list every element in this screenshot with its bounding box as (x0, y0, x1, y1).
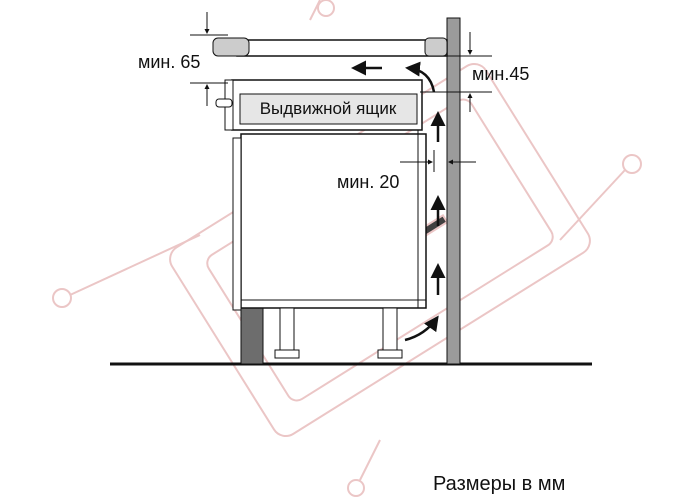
drawer-label: Выдвижной ящик (260, 99, 397, 118)
watermark-ring-bottom (347, 479, 365, 497)
worktop (236, 39, 448, 57)
watermark-line-left (69, 234, 201, 296)
airflow (351, 60, 446, 342)
min20-label: мин. 20 (337, 172, 399, 192)
hob-rim-back (424, 37, 448, 57)
watermark-ring-top (317, 0, 335, 17)
drawer-front (239, 93, 418, 125)
watermark-line-bottom (359, 439, 381, 481)
cabinet-leg-front (279, 307, 295, 353)
dimension-min45 (420, 32, 492, 112)
dimension-min65 (190, 12, 228, 106)
min65-label: мин. 65 (138, 52, 200, 72)
front-plinth (240, 307, 264, 365)
drawer-handle (215, 98, 233, 108)
hob-rim-front (212, 37, 250, 57)
cabinet-foot-front (274, 349, 300, 359)
units-caption: Размеры в мм (433, 473, 565, 495)
dimension-min20 (400, 150, 476, 172)
airflow-arrow-curve (405, 61, 436, 93)
cabinet-foot-back (377, 349, 403, 359)
watermark-line-right (559, 169, 626, 241)
cabinet-body (240, 133, 427, 309)
watermark-ring-left (52, 288, 72, 308)
min45-label: мин.45 (472, 64, 529, 84)
watermark-ring-right (622, 154, 642, 174)
back-wall (446, 17, 461, 365)
cabinet-leg-back (382, 307, 398, 353)
cabinet-front-panel (232, 137, 242, 311)
airflow-arrow-inlet (404, 315, 439, 342)
